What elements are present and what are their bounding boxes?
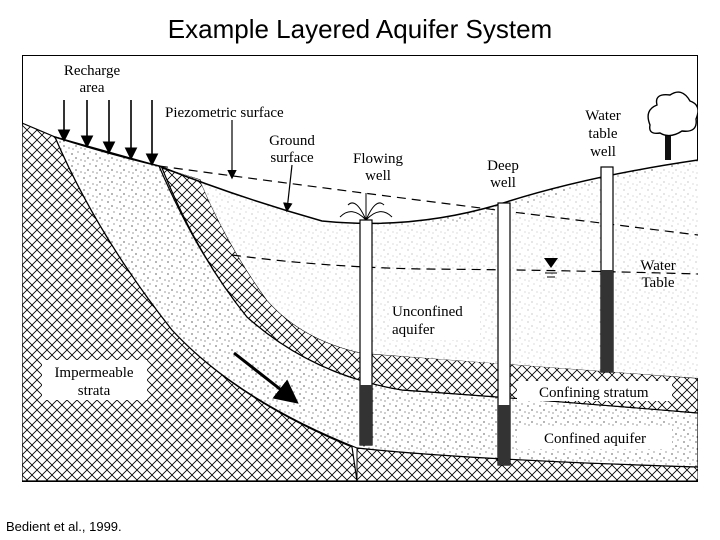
flowing-well — [339, 193, 393, 446]
water-table-well — [600, 166, 614, 373]
aquifer-diagram: Recharge area Piezometric surface Ground… — [22, 55, 698, 482]
water-table — [231, 254, 698, 275]
water-table-well-label-3: well — [590, 144, 616, 160]
water-table-symbol — [544, 258, 558, 278]
deep-well-label: Deep — [487, 158, 519, 174]
impermeable-strata-label: Impermeable — [54, 365, 133, 381]
deep-well — [497, 202, 511, 466]
ground-pointer — [283, 164, 293, 213]
flow-direction-arrow — [233, 351, 299, 404]
piezometric-surface-label: Piezometric surface — [165, 105, 284, 121]
flowing-well-label: Flowing — [353, 151, 404, 167]
confining-stratum-label: Confining stratum — [539, 385, 649, 401]
flowing-well-label-2: well — [365, 168, 391, 184]
unconfined-aquifer-label-2: aquifer — [392, 322, 434, 338]
slide-title: Example Layered Aquifer System — [167, 14, 553, 44]
confined-aquifer-label: Confined aquifer — [544, 431, 646, 447]
water-table-label: Water — [640, 258, 675, 274]
cleared-area — [200, 163, 698, 378]
ground-surface — [54, 136, 698, 225]
tree-icon — [647, 91, 698, 160]
ground-surface-label-2: surface — [270, 150, 314, 166]
water-table-well-label-2: table — [588, 126, 617, 142]
water-table-label-2: Table — [641, 275, 674, 291]
citation: Bedient et al., 1999. — [6, 519, 122, 534]
deep-well-label-2: well — [490, 175, 516, 191]
unconfined-aquifer-label: Unconfined — [392, 304, 463, 320]
recharge-area-label: Recharge — [64, 63, 121, 79]
recharge-area-label-2: area — [80, 80, 105, 96]
recharge-arrows — [57, 100, 159, 167]
impermeable-strata-label-2: strata — [78, 383, 111, 399]
ground-surface-label: Ground — [269, 133, 315, 149]
water-table-well-label: Water — [585, 108, 620, 124]
